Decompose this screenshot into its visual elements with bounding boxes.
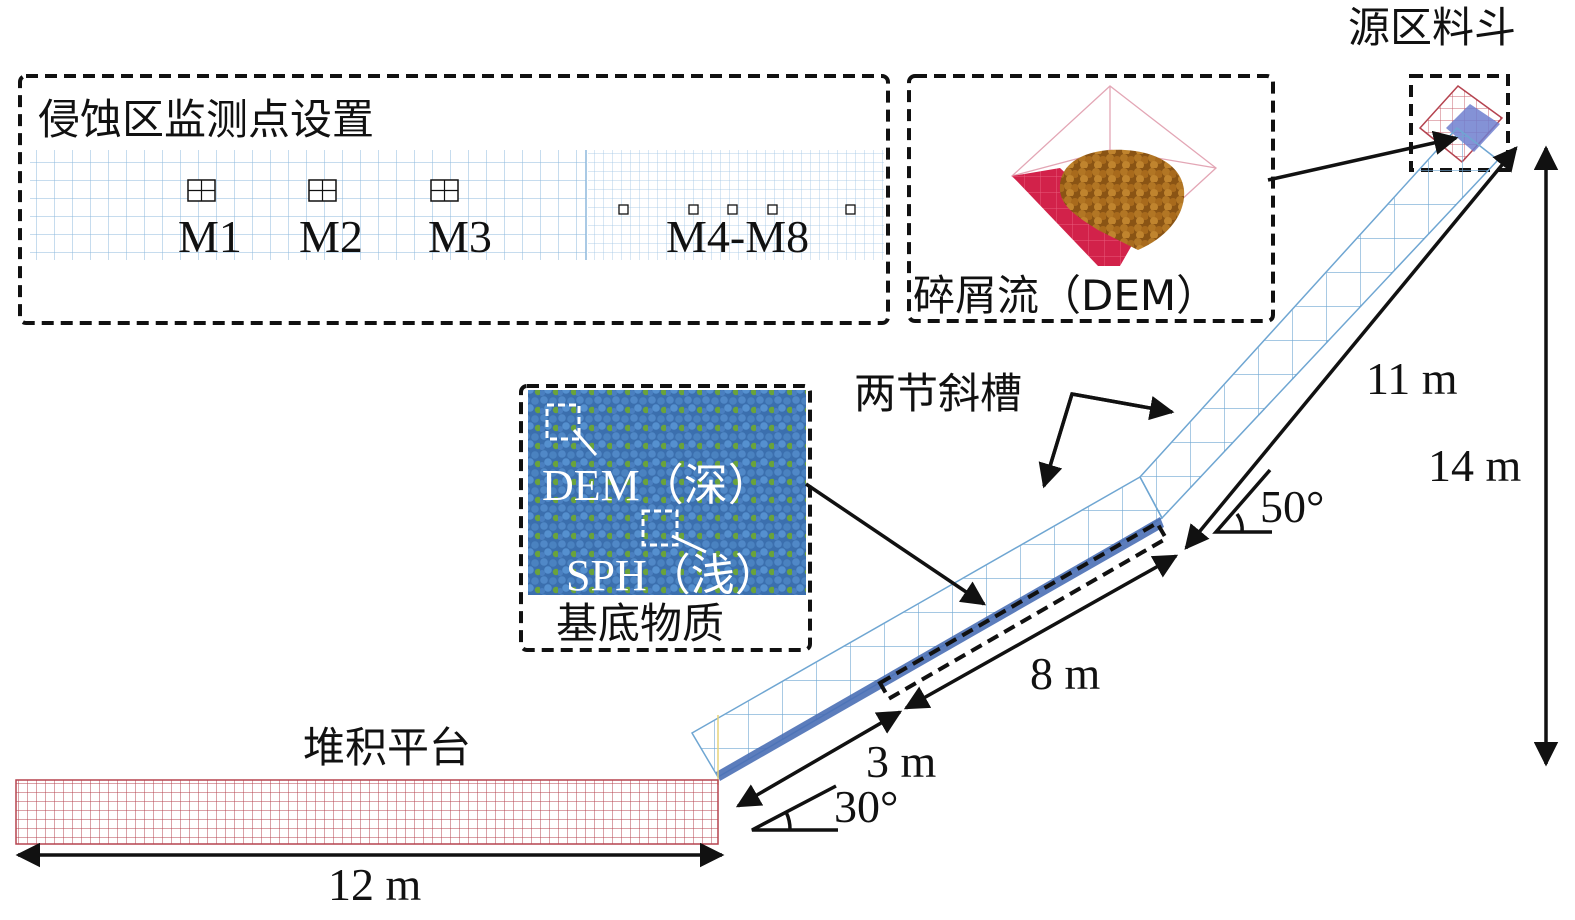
monitor-title: 侵蚀区监测点设置	[38, 95, 374, 144]
dim-8m	[903, 554, 1179, 710]
label-m3: M3	[428, 211, 492, 262]
dim-3m	[735, 710, 903, 808]
monitor-point-m1-marker	[187, 179, 216, 202]
debris-flow-label: 碎屑流（DEM）	[913, 271, 1218, 320]
dim-11m	[1184, 146, 1518, 550]
label-angle-50: 50°	[1260, 481, 1324, 532]
monitor-coarse-mesh	[30, 150, 586, 260]
dem-sample-box	[545, 403, 581, 441]
substrate-label: 基底物质	[556, 599, 724, 648]
dimension-lines: 11 m 14 m 8 m 3 m 12 m 50° 30°	[15, 145, 1559, 910]
substrate-particles	[528, 390, 806, 595]
monitor-point-m2-marker	[308, 179, 337, 202]
label-8m: 8 m	[1030, 648, 1101, 699]
label-14m: 14 m	[1428, 440, 1522, 491]
dem-deep-label: DEM（深）	[542, 461, 772, 510]
angle-30-marker	[751, 784, 838, 832]
label-12m: 12 m	[328, 859, 422, 910]
sph-sample-box	[641, 509, 679, 547]
label-m2: M2	[299, 211, 363, 262]
deposit-platform-mesh	[15, 779, 719, 845]
hopper-particles	[1446, 104, 1500, 152]
debris-flow-panel: 碎屑流（DEM）	[907, 74, 1275, 323]
monitor-panel-border	[18, 74, 890, 325]
deposit-platform: 堆积平台	[15, 723, 719, 845]
label-m1: M1	[178, 211, 242, 262]
two-chutes-label: 两节斜槽	[854, 369, 1022, 418]
hopper-label: 源区料斗	[1348, 3, 1516, 52]
label-3m: 3 m	[866, 736, 937, 787]
label-11m: 11 m	[1366, 353, 1458, 404]
arrow-substrate-to-bed	[805, 482, 987, 606]
label-m4-m8: M4-M8	[666, 211, 809, 262]
dem-debris-particles	[1059, 149, 1185, 250]
deposit-platform-label: 堆积平台	[303, 723, 471, 772]
monitor-panel: 侵蚀区监测点设置 M1 M2 M3 M4-M8	[18, 74, 890, 325]
label-angle-30: 30°	[834, 781, 898, 832]
monitor-point-m3-marker	[430, 179, 459, 202]
substrate-panel-border	[519, 384, 812, 652]
substrate-panel: DEM（深） SPH（浅） 基底物质	[519, 384, 812, 652]
hopper-gate-plate	[1012, 168, 1136, 266]
sph-shallow-label: SPH（浅）	[566, 551, 779, 600]
angle-50-marker	[1212, 468, 1272, 534]
monitor-points-m4-m8-markers	[618, 204, 856, 215]
